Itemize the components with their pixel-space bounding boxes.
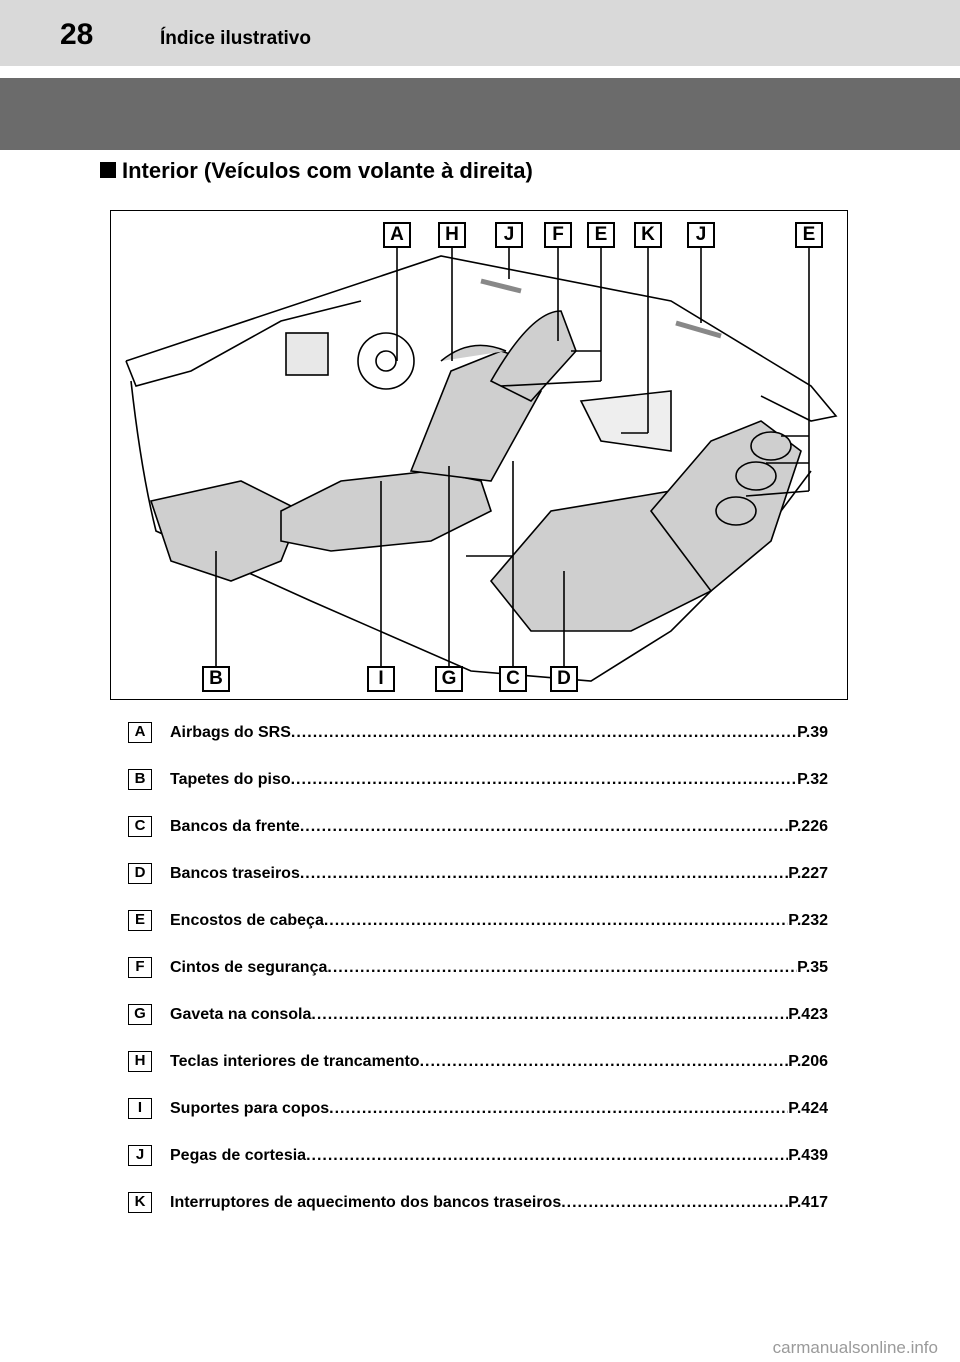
legend-item: E Encostos de cabeça P.232 [128,910,828,957]
legend-item: G Gaveta na consola P.423 [128,1004,828,1051]
legend-label: Bancos traseiros [170,865,300,882]
legend-label: Tapetes do piso [170,771,291,788]
legend-key: A [128,722,152,743]
legend-label: Bancos da frente [170,818,300,835]
callout-a: A [383,222,411,248]
legend-label: Interruptores de aquecimento dos bancos … [170,1194,562,1211]
legend-label: Teclas interiores de trancamento [170,1053,420,1070]
header-title: Índice ilustrativo [160,28,311,49]
legend-page-link[interactable]: P.424 [788,1100,828,1117]
legend-key: G [128,1004,152,1025]
legend-item: J Pegas de cortesia P.439 [128,1145,828,1192]
legend-page-link[interactable]: P.227 [788,865,828,882]
legend-page-link[interactable]: P.39 [797,724,828,741]
legend-item: B Tapetes do piso P.32 [128,769,828,816]
section-title-text: Interior (Veículos com volante à direita… [122,158,533,183]
legend-page-link[interactable]: P.35 [797,959,828,976]
legend-page-link[interactable]: P.32 [797,771,828,788]
legend-item: A Airbags do SRS P.39 [128,722,828,769]
interior-illustration: A H J F E K J E B I G C D [110,210,848,700]
legend-key: C [128,816,152,837]
roof-line [125,255,838,422]
legend-item: K Interruptores de aquecimento dos bancos… [128,1192,828,1239]
callout-h: H [438,222,466,248]
callout-k: K [634,222,662,248]
legend-page-link[interactable]: P.206 [788,1053,828,1070]
callout-c: C [499,666,527,692]
legend-key: F [128,957,152,978]
floor-line [130,380,812,682]
callout-j: J [495,222,523,248]
legend-page-link[interactable]: P.439 [788,1147,828,1164]
callout-b: B [202,666,230,692]
callout-i: I [367,666,395,692]
legend-key: I [128,1098,152,1119]
callout-f: F [544,222,572,248]
interior-drawing [125,248,838,682]
legend-page-link[interactable]: P.232 [788,912,828,929]
callout-j2: J [687,222,715,248]
legend-key: H [128,1051,152,1072]
legend-key: J [128,1145,152,1166]
callout-g: G [435,666,463,692]
legend-item: F Cintos de segurança P.35 [128,957,828,1004]
legend-label: Gaveta na consola [170,1006,312,1023]
section-title: Interior (Veículos com volante à direita… [100,158,533,184]
legend-label: Pegas de cortesia [170,1147,307,1164]
legend-label: Encostos de cabeça [170,912,324,929]
legend-label: Cintos de segurança [170,959,328,976]
callout-e: E [587,222,615,248]
header-band [0,78,960,150]
legend-label: Airbags do SRS [170,724,291,741]
legend-page-link[interactable]: P.226 [788,818,828,835]
dashboard-top [125,300,362,387]
legend-key: K [128,1192,152,1213]
header-bar [0,0,960,66]
legend-page-link[interactable]: P.423 [788,1006,828,1023]
watermark: carmanualsonline.info [772,1338,938,1357]
page-number: 28 [60,18,94,51]
legend-key: B [128,769,152,790]
legend-item: H Teclas interiores de trancamento P.206 [128,1051,828,1098]
legend-key: D [128,863,152,884]
legend-list: A Airbags do SRS P.39 B Tapetes do piso P.32… [128,722,828,1239]
legend-item: C Bancos da frente P.226 [128,816,828,863]
callout-d: D [550,666,578,692]
legend-key: E [128,910,152,931]
legend-label: Suportes para copos [170,1100,330,1117]
section-square-icon [100,162,116,178]
legend-item: I Suportes para copos P.424 [128,1098,828,1145]
callout-e2: E [795,222,823,248]
legend-page-link[interactable]: P.417 [788,1194,828,1211]
legend-item: D Bancos traseiros P.227 [128,863,828,910]
